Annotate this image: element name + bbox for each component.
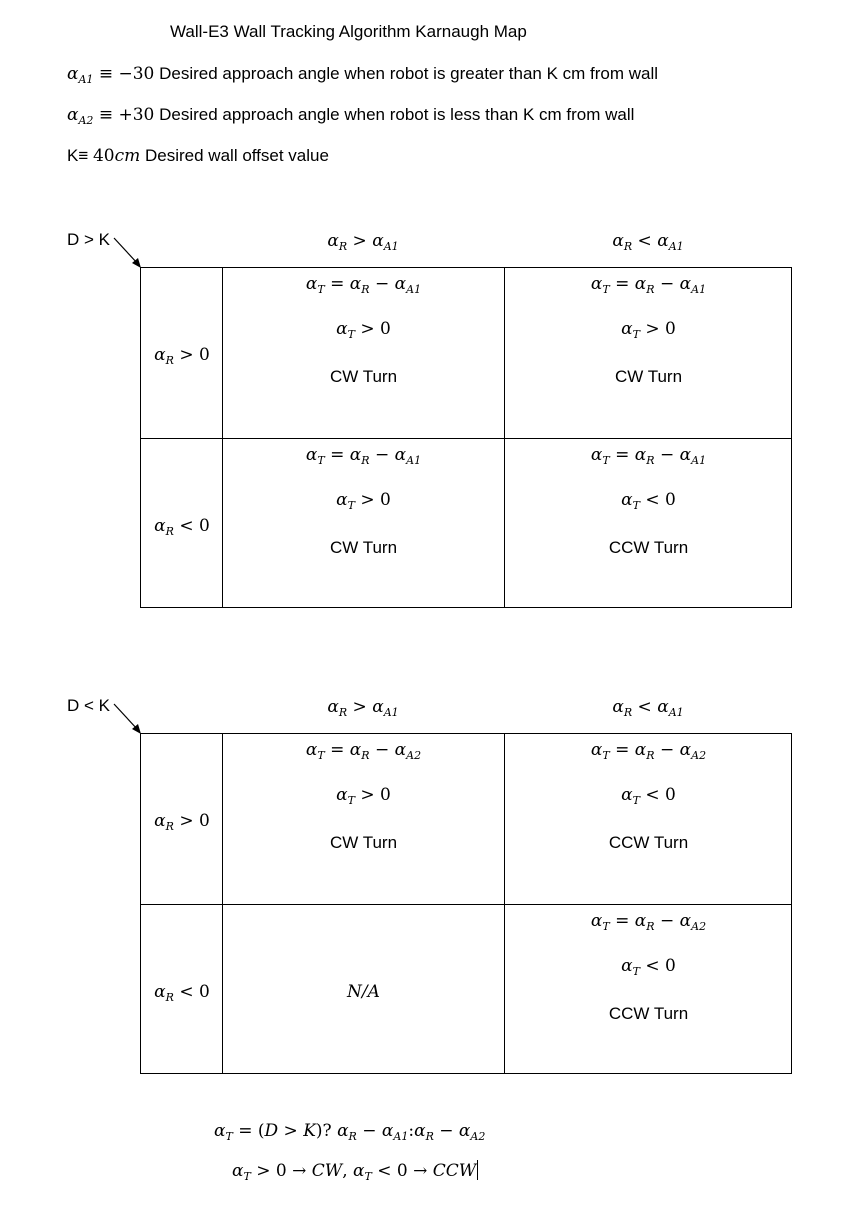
turn-label: CW Turn: [329, 538, 398, 557]
turn-label: CW Turn: [614, 367, 683, 386]
karnaugh-map-d-less-k: αR > 0 αR < 0 αT = αR − αA2 αT > 0 CW Tu…: [140, 733, 792, 1074]
map2-cell-r2-c2: αT = αR − αA2 αT < 0 CCW Turn: [505, 905, 792, 1075]
map2-arrow-icon: [113, 703, 141, 734]
turn-label: CCW Turn: [608, 538, 689, 557]
text-cursor: [477, 1160, 479, 1180]
map1-arrow-icon: [113, 237, 141, 268]
map1-row-header-1: αR > 0: [154, 345, 210, 367]
map2-cell-r2-c1: N/A: [223, 905, 504, 1075]
map1-cell-r2-c2: αT = αR − αA1 αT < 0 CCW Turn: [505, 439, 792, 609]
map2-col-header-2: αR < αA1: [612, 697, 684, 719]
page-title: Wall-E3 Wall Tracking Algorithm Karnaugh…: [170, 22, 527, 41]
map2-row-header-1: αR > 0: [154, 811, 210, 833]
turn-label: CW Turn: [329, 833, 398, 852]
map1-cell-r2-c1: αT = αR − αA1 αT > 0 CW Turn: [223, 439, 504, 609]
turn-label: CCW Turn: [608, 1004, 689, 1023]
map2-col-header-1: αR > αA1: [327, 697, 399, 719]
karnaugh-map-d-greater-k: αR > 0 αR < 0 αT = αR − αA1 αT > 0 CW Tu…: [140, 267, 792, 608]
map1-col-header-1: αR > αA1: [327, 231, 399, 253]
na-label: N/A: [347, 982, 380, 1002]
definition-alpha-a2: αA2 ≡ +30 Desired approach angle when ro…: [67, 105, 635, 127]
map1-cell-r1-c1: αT = αR − αA1 αT > 0 CW Turn: [223, 268, 504, 438]
map2-row-header-2: αR < 0: [154, 982, 210, 1004]
map1-row-header-2: αR < 0: [154, 516, 210, 538]
map1-label: D > K: [67, 230, 110, 249]
map1-cell-r1-c2: αT = αR − αA1 αT > 0 CW Turn: [505, 268, 792, 438]
definition-alpha-a1: αA1 ≡ −30 Desired approach angle when ro…: [67, 64, 659, 86]
definition-k: K≡ 40cm Desired wall offset value: [67, 146, 329, 166]
map1-col-header-2: αR < αA1: [612, 231, 684, 253]
map2-label: D < K: [67, 696, 110, 715]
turn-label: CCW Turn: [608, 833, 689, 852]
formula-turn-direction: αT > 0 → CW, αT < 0 → CCW: [232, 1160, 479, 1183]
map2-cell-r1-c1: αT = αR − αA2 αT > 0 CW Turn: [223, 734, 504, 904]
formula-alpha-t: αT = (D > K)? αR − αA1:αR − αA2: [214, 1121, 486, 1143]
turn-label: CW Turn: [329, 367, 398, 386]
map2-cell-r1-c2: αT = αR − αA2 αT < 0 CCW Turn: [505, 734, 792, 904]
